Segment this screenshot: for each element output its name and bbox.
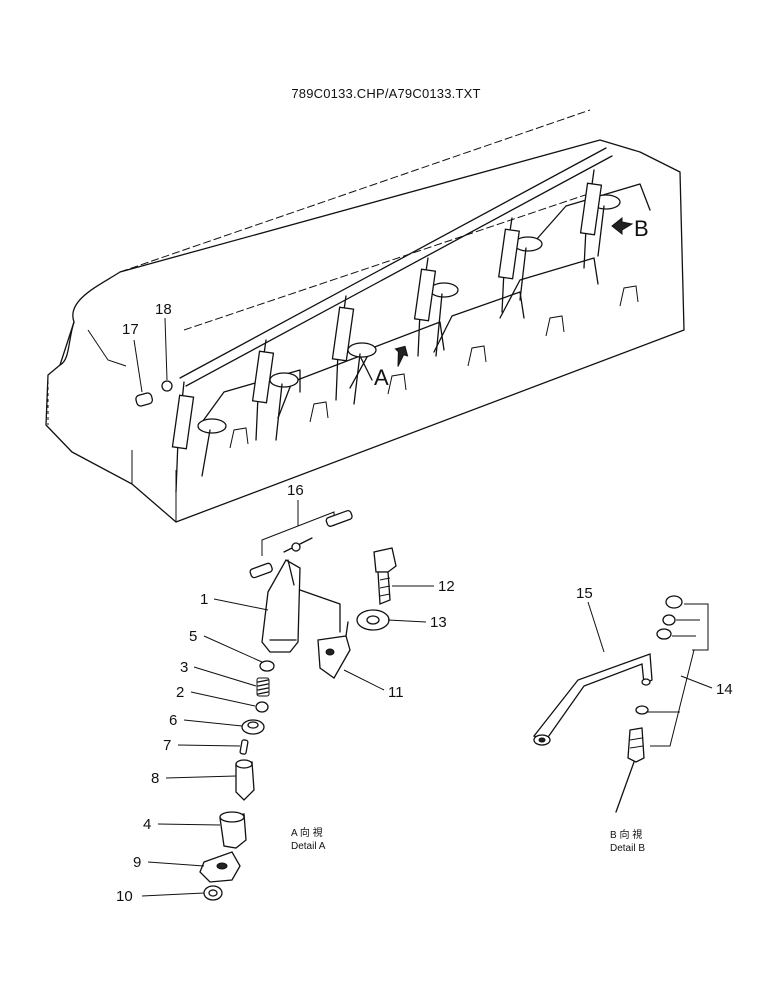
callout-1: 1 [200,591,208,608]
callout-2: 2 [176,684,184,701]
drawing-filename: 789C0133.CHP/A79C0133.TXT [291,86,481,101]
view-b-arrow-icon [611,216,634,236]
callout-10: 10 [116,888,133,905]
leader-lines [133,317,713,897]
callout-8: 8 [151,770,159,787]
view-marker-a: A [374,365,389,390]
glow-plug-group [532,595,709,813]
callout-9: 9 [133,854,141,871]
detail-b-caption: Detail B [610,843,645,854]
cylinder-head-assembly [45,109,685,523]
detail-b-caption-jp: B 向 視 [610,828,642,841]
callout-16: 16 [287,482,304,499]
callout-12: 12 [438,578,455,595]
exploded-parts [199,506,397,901]
callout-4: 4 [143,816,151,833]
callout-14: 14 [716,681,733,698]
view-marker-b: B [634,216,649,241]
callout-3: 3 [180,659,188,676]
callout-labels: 1 2 3 4 5 6 7 8 9 10 11 12 13 14 15 16 1… [116,301,733,905]
callout-17: 17 [122,321,139,338]
callout-18: 18 [155,301,172,318]
callout-5: 5 [189,628,197,645]
callout-6: 6 [169,712,177,729]
view-a-arrow-icon [394,345,409,367]
callout-11: 11 [388,684,404,701]
detail-a-caption-jp: A 向 視 [291,826,323,839]
callout-7: 7 [163,737,171,754]
detail-a-caption: Detail A [291,841,326,852]
callout-13: 13 [430,614,447,631]
callout-15: 15 [576,585,593,602]
